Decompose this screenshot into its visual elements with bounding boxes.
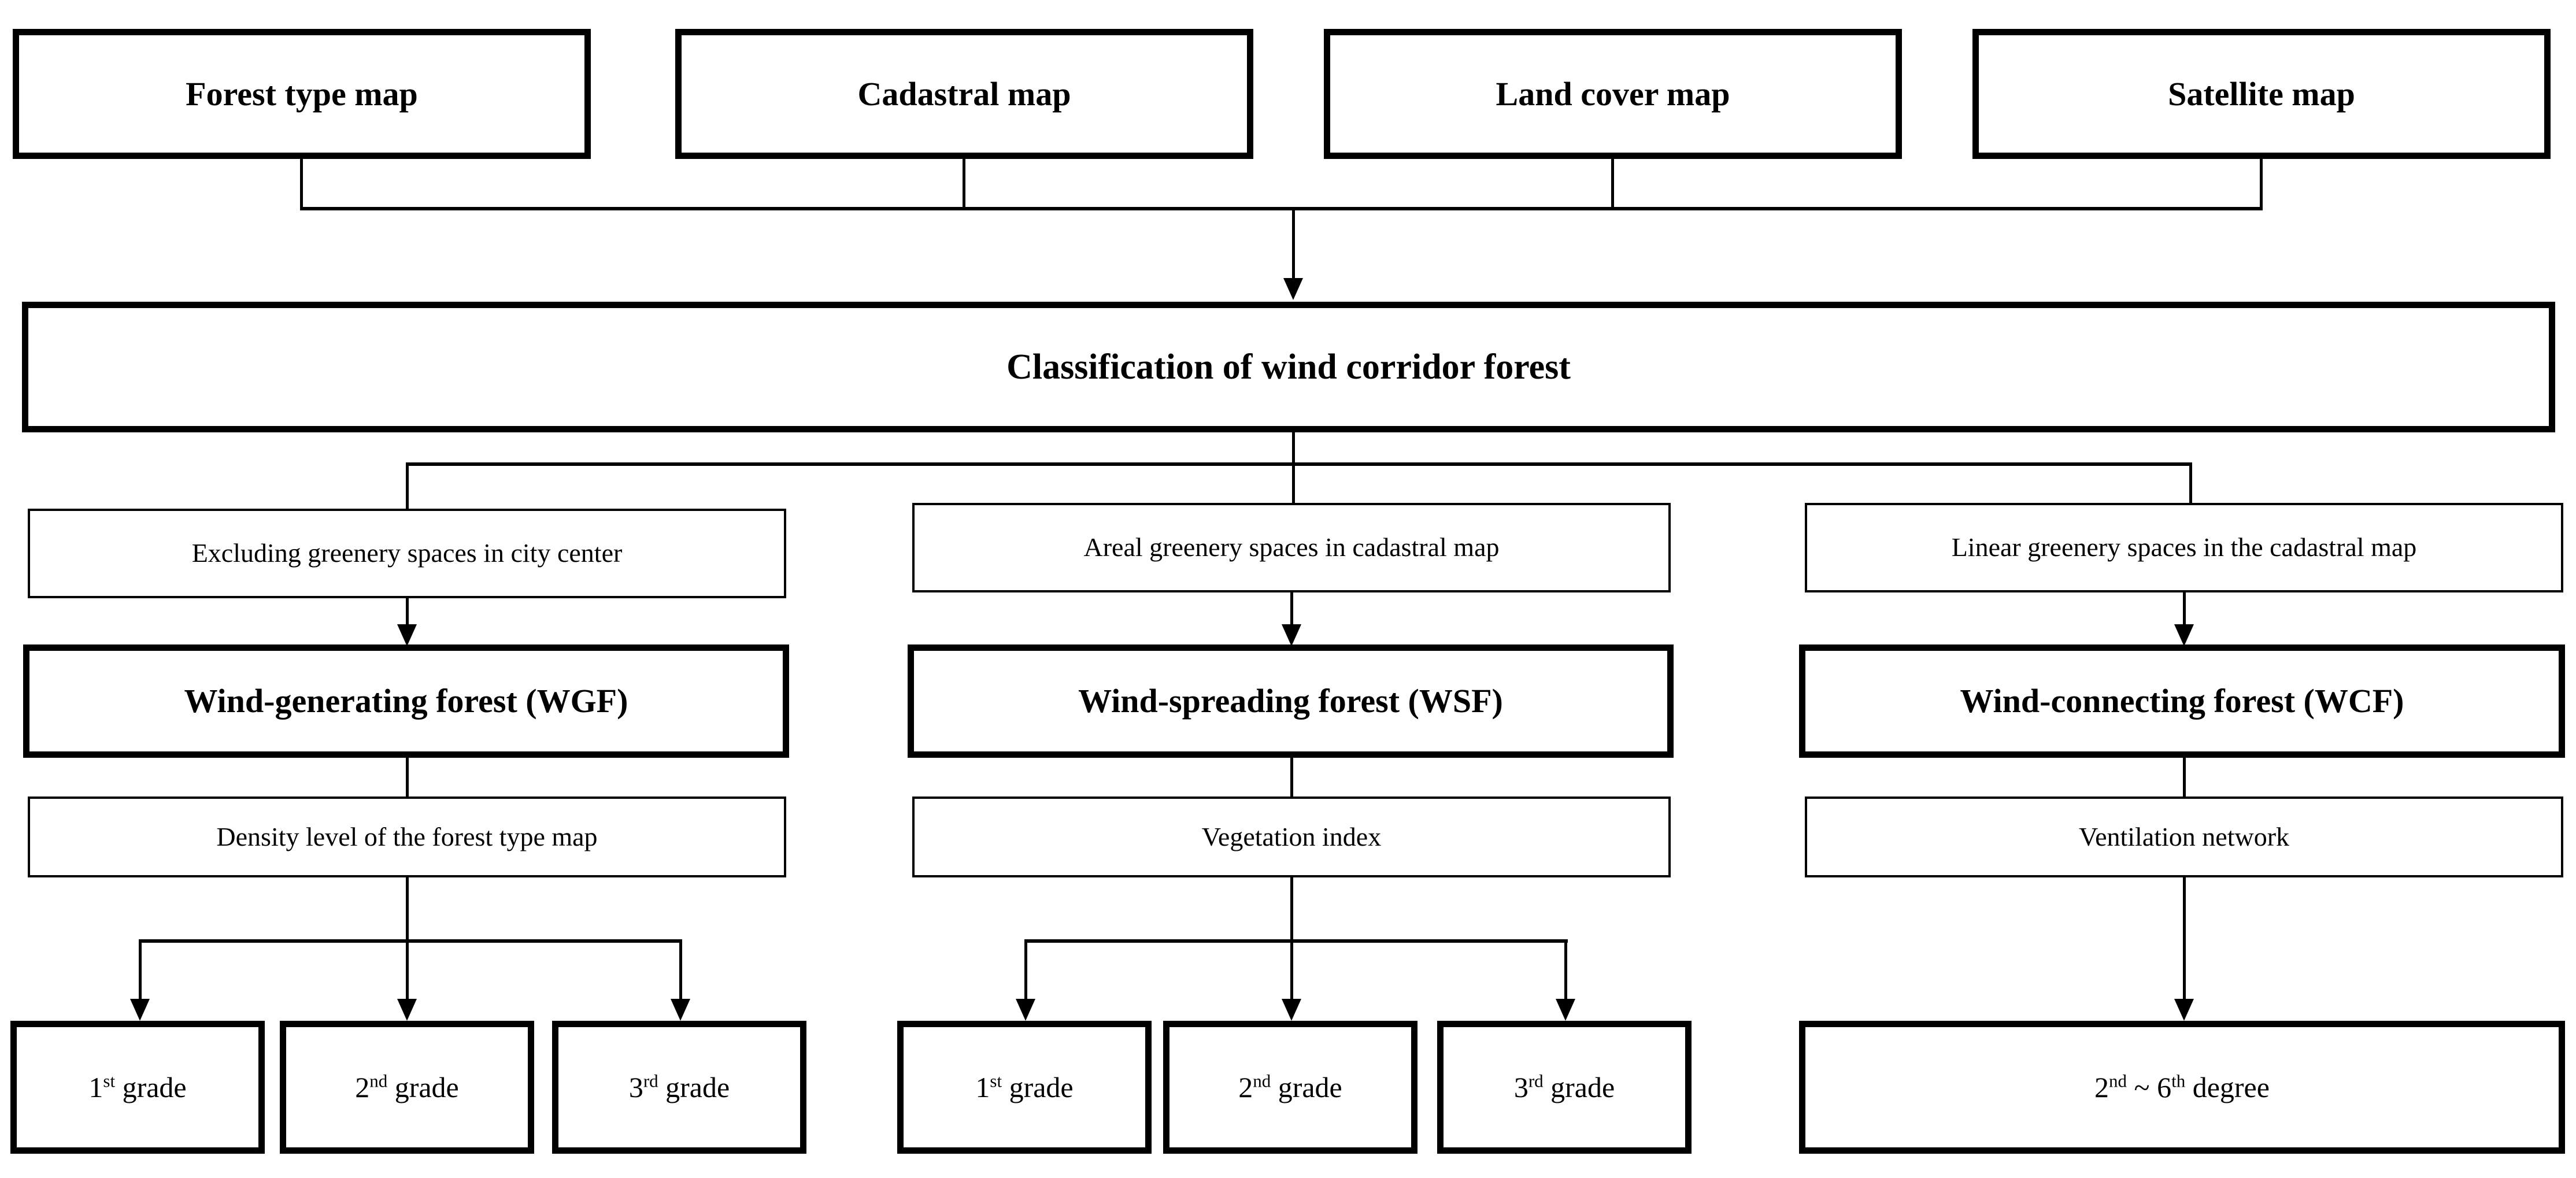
node-label: Wind-connecting forest (WCF) bbox=[1960, 682, 2404, 720]
connector-branch-wsf bbox=[1292, 462, 1295, 503]
connector-wgf-grade3 bbox=[679, 939, 682, 1003]
node-label: 2nd grade bbox=[1238, 1070, 1342, 1103]
node-label: 2nd grade bbox=[355, 1070, 459, 1103]
arrowhead-to-classification bbox=[1283, 278, 1303, 300]
node-label: 1st grade bbox=[975, 1070, 1074, 1103]
connector-classification-bus bbox=[406, 462, 2192, 466]
node-wsf-grade-3[interactable]: 3rd grade bbox=[1437, 1021, 1692, 1154]
arrowhead-wcf-degree bbox=[2174, 999, 2194, 1021]
connector-wsf-grade-bus bbox=[1024, 939, 1568, 943]
node-label: Classification of wind corridor forest bbox=[1006, 347, 1571, 387]
connector-wcf-to-attribute bbox=[2183, 758, 2186, 798]
node-land-cover-map[interactable]: Land cover map bbox=[1324, 29, 1902, 159]
node-label: 3rd grade bbox=[628, 1070, 730, 1103]
node-wgf-grade-1[interactable]: 1st grade bbox=[10, 1021, 265, 1154]
arrowhead-wgf-forest bbox=[397, 624, 417, 646]
node-label: Vegetation index bbox=[1201, 821, 1382, 851]
node-label: 1st grade bbox=[88, 1070, 187, 1103]
connector-criterion-wcf-to-forest bbox=[2183, 592, 2186, 628]
node-label: Cadastral map bbox=[857, 75, 1071, 113]
connector-wsf-grade3 bbox=[1564, 939, 1567, 1003]
arrowhead-wsf-grade3 bbox=[1556, 999, 1575, 1021]
connector-branch-wgf bbox=[406, 462, 409, 509]
connector-satellite-drop bbox=[2260, 159, 2263, 209]
node-classification[interactable]: Classification of wind corridor forest bbox=[22, 302, 2555, 432]
node-label: Density level of the forest type map bbox=[216, 821, 598, 851]
node-attribute-wcf[interactable]: Ventilation network bbox=[1805, 797, 2563, 877]
node-label: Wind-generating forest (WGF) bbox=[184, 682, 628, 720]
node-label: 2nd ~ 6th degree bbox=[2094, 1070, 2270, 1103]
node-label: Forest type map bbox=[186, 75, 418, 113]
node-attribute-wsf[interactable]: Vegetation index bbox=[912, 797, 1671, 877]
connector-wgf-attr-stem bbox=[406, 877, 409, 942]
connector-land-cover-drop bbox=[1611, 159, 1614, 209]
node-forest-wgf[interactable]: Wind-generating forest (WGF) bbox=[23, 644, 789, 758]
node-forest-wsf[interactable]: Wind-spreading forest (WSF) bbox=[908, 644, 1674, 758]
connector-classification-stem bbox=[1292, 432, 1295, 465]
connector-sources-bus bbox=[300, 207, 2263, 210]
node-forest-wcf[interactable]: Wind-connecting forest (WCF) bbox=[1799, 644, 2565, 758]
node-label: 3rd grade bbox=[1513, 1070, 1615, 1103]
arrowhead-wsf-forest bbox=[1282, 624, 1301, 646]
node-wsf-grade-1[interactable]: 1st grade bbox=[897, 1021, 1152, 1154]
arrowhead-wgf-grade3 bbox=[671, 999, 690, 1021]
arrowhead-wgf-grade2 bbox=[397, 999, 417, 1021]
connector-wsf-grade2 bbox=[1290, 939, 1293, 1003]
node-wcf-degree-range[interactable]: 2nd ~ 6th degree bbox=[1799, 1021, 2565, 1154]
node-label: Areal greenery spaces in cadastral map bbox=[1083, 532, 1500, 562]
connector-criterion-wsf-to-forest bbox=[1290, 592, 1293, 628]
connector-wgf-grade-bus bbox=[139, 939, 682, 943]
node-cadastral-map[interactable]: Cadastral map bbox=[675, 29, 1253, 159]
connector-criterion-wgf-to-forest bbox=[406, 598, 409, 628]
arrowhead-wcf-forest bbox=[2174, 624, 2194, 646]
connector-wgf-to-attribute bbox=[406, 758, 409, 798]
node-wgf-grade-2[interactable]: 2nd grade bbox=[280, 1021, 534, 1154]
connector-wsf-grade1 bbox=[1024, 939, 1027, 1003]
arrowhead-wsf-grade2 bbox=[1282, 999, 1301, 1021]
node-label: Wind-spreading forest (WSF) bbox=[1078, 682, 1503, 720]
connector-wsf-attr-stem bbox=[1290, 877, 1293, 942]
connector-branch-wcf bbox=[2189, 462, 2192, 503]
connector-wcf-attr-stem bbox=[2183, 877, 2186, 1002]
connector-wgf-grade2 bbox=[406, 939, 409, 1003]
node-label: Ventilation network bbox=[2078, 821, 2290, 851]
connector-wgf-grade1 bbox=[139, 939, 142, 1003]
node-label: Satellite map bbox=[2168, 75, 2355, 113]
connector-to-classification bbox=[1292, 207, 1295, 279]
connector-forest-type-drop bbox=[300, 159, 303, 209]
connector-cadastral-drop bbox=[963, 159, 965, 209]
node-satellite-map[interactable]: Satellite map bbox=[1972, 29, 2551, 159]
node-label: Linear greenery spaces in the cadastral … bbox=[1951, 532, 2417, 562]
arrowhead-wgf-grade1 bbox=[130, 999, 150, 1021]
node-criterion-wgf[interactable]: Excluding greenery spaces in city center bbox=[28, 509, 786, 598]
connector-wsf-to-attribute bbox=[1290, 758, 1293, 798]
node-forest-type-map[interactable]: Forest type map bbox=[13, 29, 591, 159]
node-criterion-wcf[interactable]: Linear greenery spaces in the cadastral … bbox=[1805, 503, 2563, 592]
node-wgf-grade-3[interactable]: 3rd grade bbox=[552, 1021, 806, 1154]
node-attribute-wgf[interactable]: Density level of the forest type map bbox=[28, 797, 786, 877]
node-criterion-wsf[interactable]: Areal greenery spaces in cadastral map bbox=[912, 503, 1671, 592]
node-label: Excluding greenery spaces in city center bbox=[191, 538, 623, 568]
node-label: Land cover map bbox=[1496, 75, 1730, 113]
node-wsf-grade-2[interactable]: 2nd grade bbox=[1163, 1021, 1417, 1154]
arrowhead-wsf-grade1 bbox=[1016, 999, 1035, 1021]
